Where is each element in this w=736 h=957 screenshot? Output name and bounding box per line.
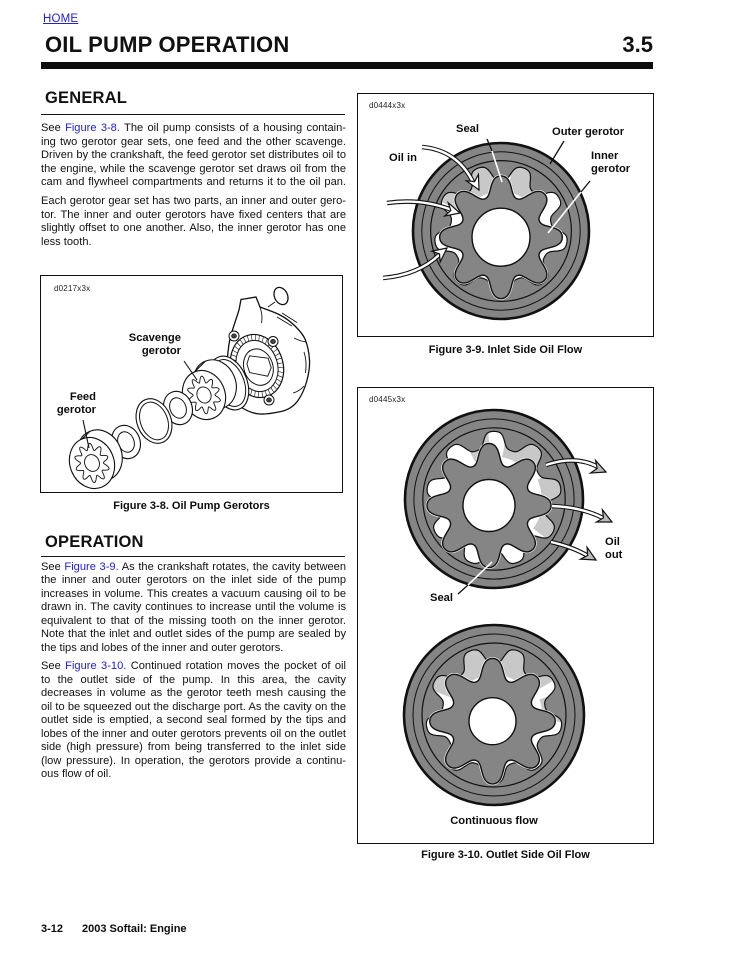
flow-arrow-head xyxy=(442,200,462,217)
figure-3-9-label-inner-gerotor: Inner gerotor xyxy=(591,150,631,175)
text-line: lobes of the inner and outer gerotors pr… xyxy=(41,727,346,740)
text-line: slightly offset to one another. Also, th… xyxy=(41,222,346,234)
figure-3-8-code: d0217x3x xyxy=(54,284,91,293)
figure-3-10-box: d0445x3x Oil out Seal Continuous flow xyxy=(357,387,654,844)
figure-3-8-label-scavenge-gerotor: Scavenge gerotor xyxy=(128,332,181,357)
text-line: tor. The inner and outer gerotors have f… xyxy=(41,208,346,221)
flow-arrow-head xyxy=(578,545,598,561)
operation-paragraph-1: See Figure 3-9. As the crankshaft rotate… xyxy=(41,561,346,656)
footer-page-number: 3-12 xyxy=(41,923,64,935)
fig39-drawing xyxy=(382,138,591,321)
text-line: the engine, while the scavenge gerotor s… xyxy=(41,162,346,175)
figure-3-10-label-oil-out: Oil out xyxy=(605,536,623,561)
text-line: cam and flywheel compartments and return… xyxy=(41,176,346,188)
text-run: Continued rotation moves the pocket of o… xyxy=(126,660,346,672)
text-line: Note that the inlet and outlet sides of … xyxy=(41,628,346,640)
figure-3-9-label-oil-in: Oil in xyxy=(389,152,417,164)
figure-3-8-caption: Figure 3-8. Oil Pump Gerotors xyxy=(113,499,270,512)
general-paragraph-1: See Figure 3-8. The oil pump consists of… xyxy=(41,122,346,190)
operation-paragraph-2: See Figure 3-10. Continued rotation move… xyxy=(41,660,346,782)
general-heading: GENERAL xyxy=(45,89,128,107)
figure-3-10-label-seal: Seal xyxy=(430,592,454,604)
figure-3-8-box: d0217x3x Scavenge gerotor Feed gerotor xyxy=(40,275,343,493)
general-heading-rule xyxy=(41,113,345,115)
page-title: OIL PUMP OPERATION xyxy=(45,31,290,57)
text-line: See Figure 3-9. As the crankshaft rotate… xyxy=(41,561,346,575)
home-link[interactable]: HOME xyxy=(43,13,79,25)
shaft-hole xyxy=(471,207,531,267)
figure-3-9-caption: Figure 3-9. Inlet Side Oil Flow xyxy=(428,344,583,356)
text-line: Driven by the crankshaft, the feed gerot… xyxy=(41,149,346,161)
operation-heading: OPERATION xyxy=(45,533,144,551)
shaft-hole xyxy=(462,478,516,533)
text-line: decreases in volume as the gerotor teeth… xyxy=(41,687,346,699)
figure-3-10-code: d0445x3x xyxy=(369,395,406,404)
figure-3-10-label-continuous-flow: Continuous flow xyxy=(450,815,538,827)
text-line: oil to be squeezed out the discharge por… xyxy=(41,700,346,713)
figure-cross-reference-link[interactable]: Figure 3-10. xyxy=(65,660,127,672)
text-line: outlet side is emptied, a second seal fo… xyxy=(41,714,346,726)
flow-arrow-head xyxy=(588,458,608,474)
operation-heading-rule xyxy=(41,556,345,558)
text-line: the tips and lobes of the inner and oute… xyxy=(41,641,284,654)
text-line: less tooth. xyxy=(41,235,92,248)
text-run: See xyxy=(41,122,66,134)
fig38-drawing xyxy=(68,286,311,490)
text-line: side (high pressure) from being transfer… xyxy=(41,741,346,753)
fig310-drawing xyxy=(402,408,614,807)
figure-3-9-label-outer-gerotor: Outer gerotor xyxy=(552,126,625,138)
flow-arrow-head xyxy=(594,507,614,523)
text-run: As the crankshaft rotates, the cavity be… xyxy=(118,560,346,573)
text-run: The oil pump consists of a housing conta… xyxy=(119,122,346,134)
general-paragraph-2: Each gerotor gear set has two parts, an … xyxy=(41,195,346,249)
figure-cross-reference-link[interactable]: Figure 3-8. xyxy=(65,122,120,134)
text-run: See xyxy=(41,660,66,672)
footer-chapter: 2003 Softail: Engine xyxy=(82,923,187,935)
figure-3-10-caption: Figure 3-10. Outlet Side Oil Flow xyxy=(421,849,590,861)
text-line: See Figure 3-10. Continued rotation move… xyxy=(41,660,346,674)
section-number: 3.5 xyxy=(622,31,653,57)
text-line: equivalent to that of the missing tooth … xyxy=(41,614,346,627)
figure-3-9-box: d0444x3x Seal Outer gerotor Oil in Inner… xyxy=(357,93,654,337)
figure-3-9-code: d0444x3x xyxy=(369,101,406,110)
title-rule xyxy=(41,62,653,69)
text-line: ous flow of oil. xyxy=(41,768,112,780)
figure-3-8-label-feed-gerotor: Feed gerotor xyxy=(56,391,96,416)
text-run: See xyxy=(41,560,65,573)
figure-cross-reference-link[interactable]: Figure 3-9. xyxy=(64,560,119,573)
text-line: drawn in. The cavity continues to increa… xyxy=(41,601,346,613)
text-line: the inner and outer gerotors on the inle… xyxy=(41,574,346,586)
text-line: ing two gerotor gear sets, one feed and … xyxy=(41,135,346,148)
flow-arrow-head xyxy=(429,247,449,265)
text-line: Each gerotor gear set has two parts, an … xyxy=(41,195,346,207)
flow-arrow-head xyxy=(464,172,480,192)
figure-3-9-label-seal: Seal xyxy=(456,123,480,135)
shaft-hole xyxy=(468,697,517,746)
text-line: (low pressure). In operation, the geroto… xyxy=(41,754,346,767)
text-line: increases in volume. This creates a vacu… xyxy=(41,587,346,600)
text-line: See Figure 3-8. The oil pump consists of… xyxy=(41,122,346,136)
text-line: to the outlet side of the pump. In this … xyxy=(41,673,346,686)
